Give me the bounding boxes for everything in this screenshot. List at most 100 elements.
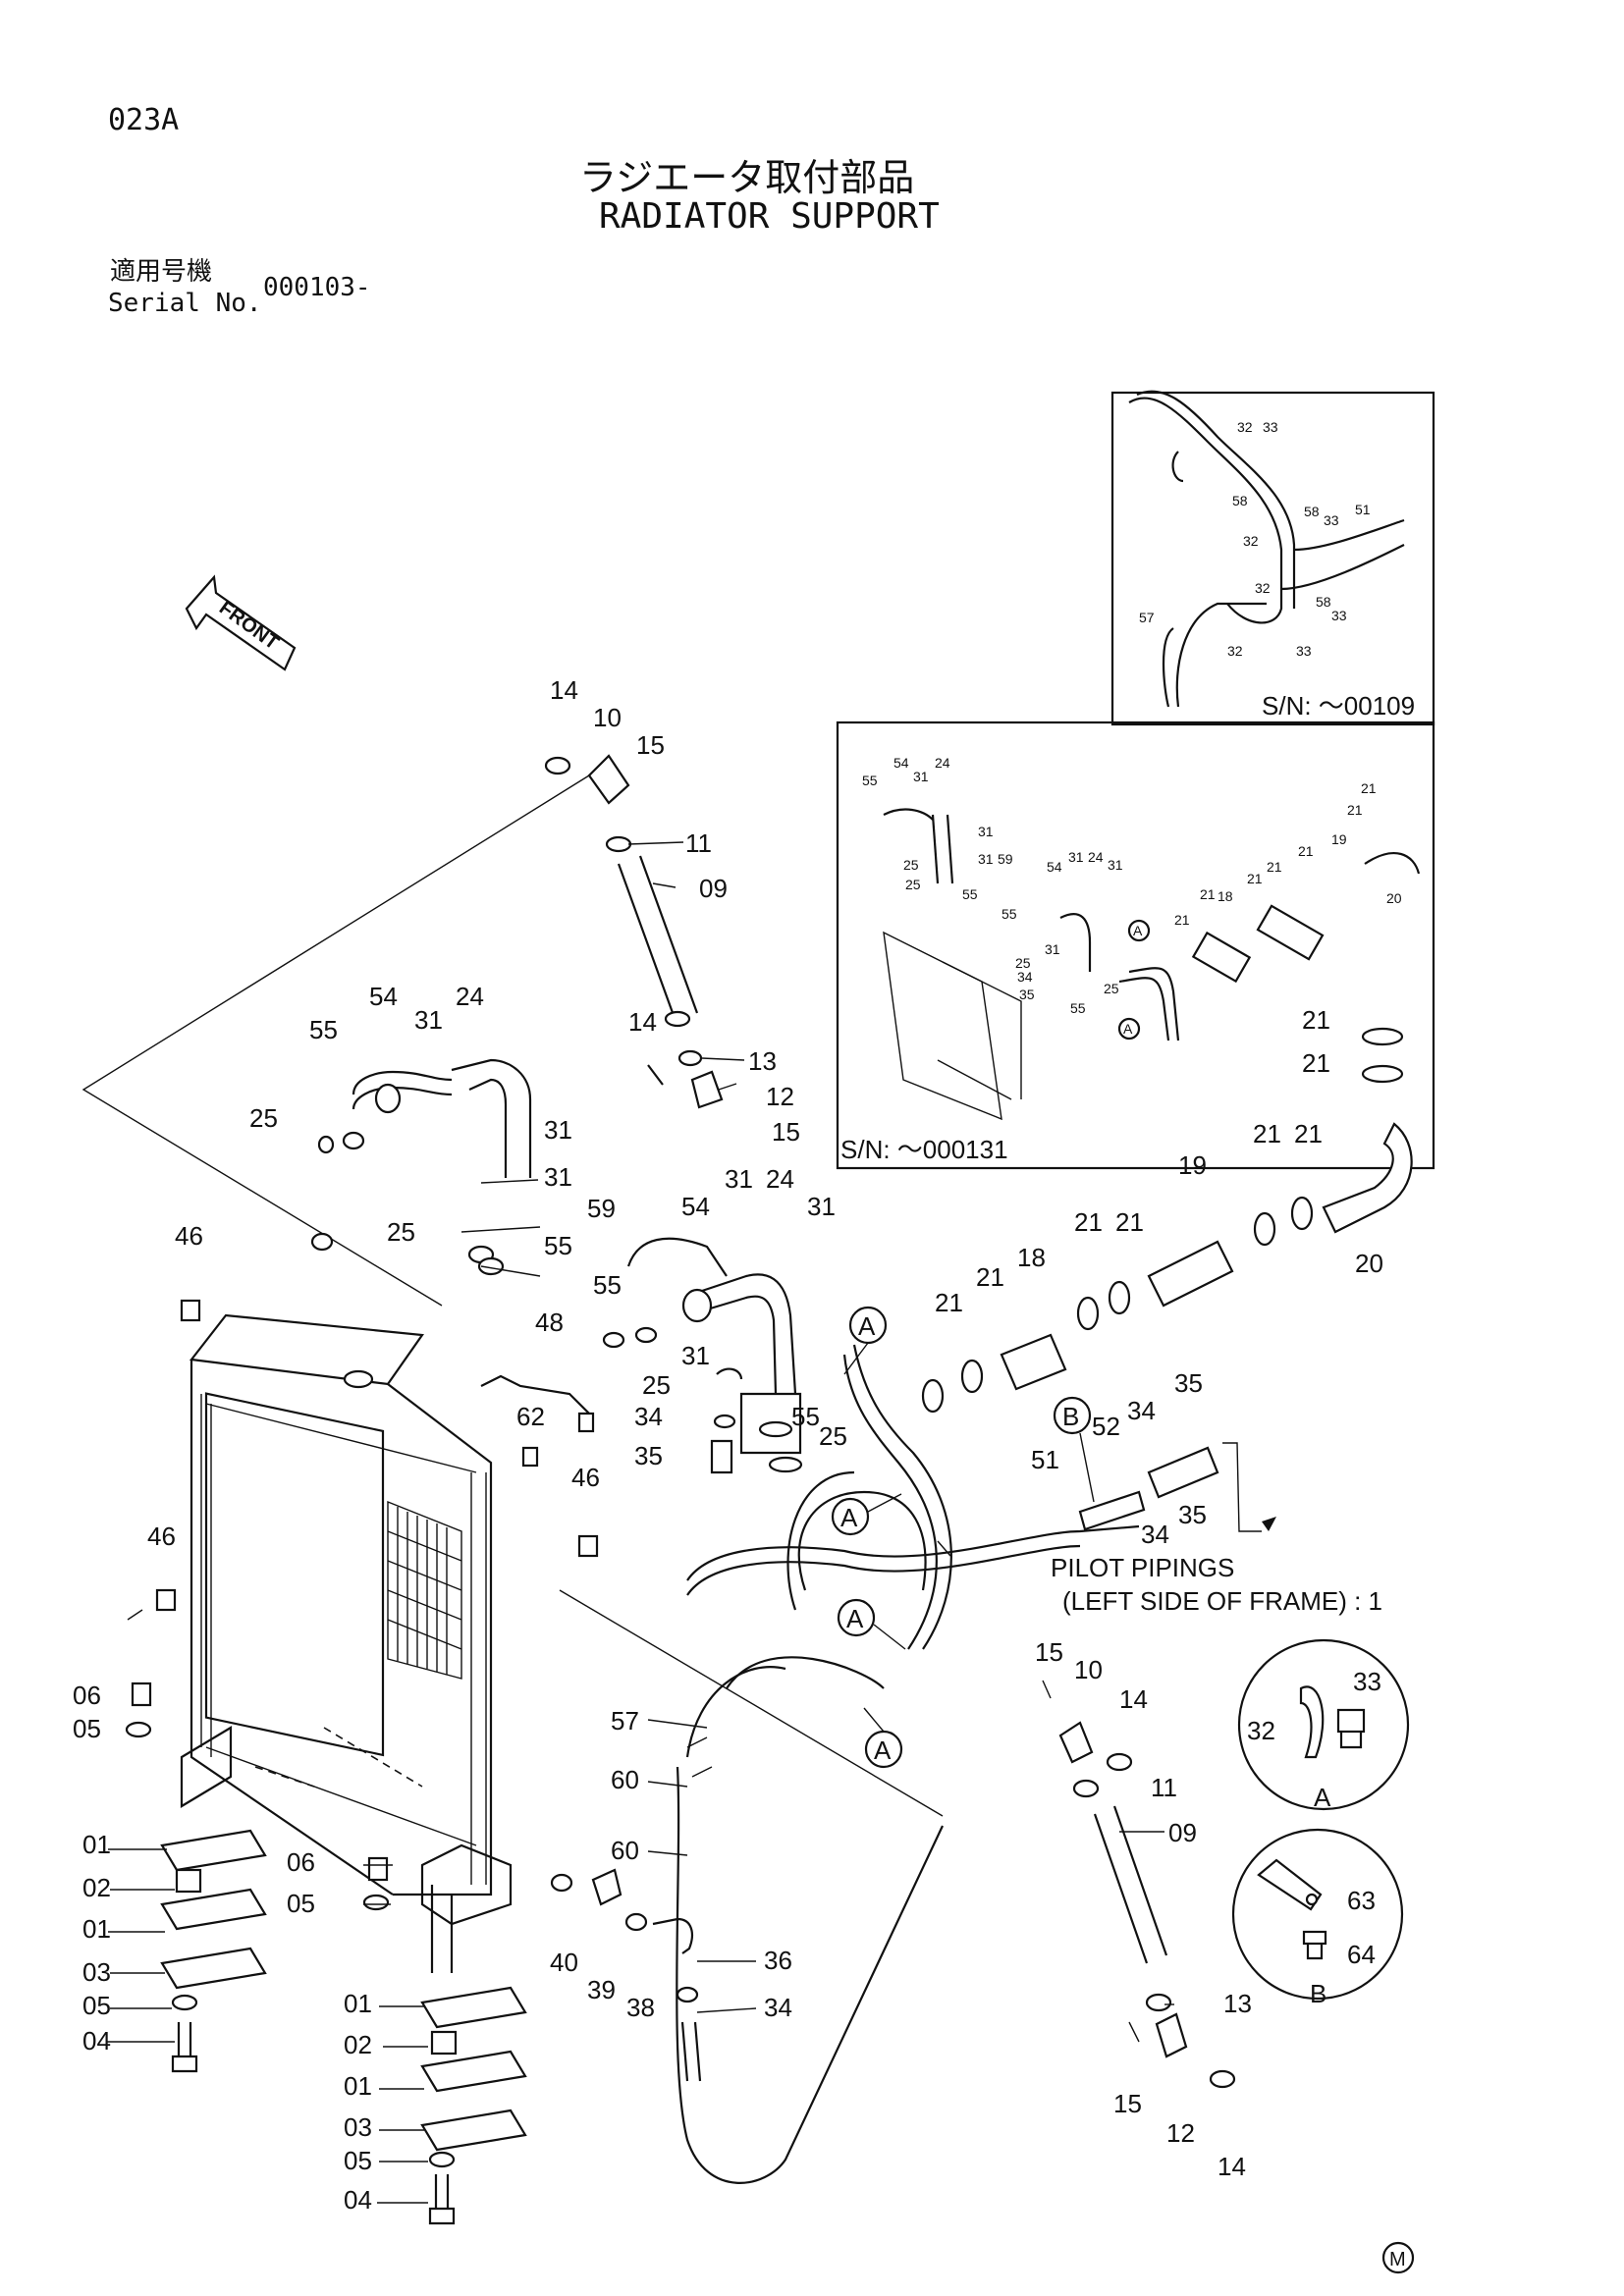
- part-label: 31: [725, 1164, 753, 1194]
- part-label: 31: [807, 1192, 836, 1221]
- callout-A: A: [874, 1735, 892, 1765]
- part-label: 21: [976, 1262, 1004, 1292]
- middle-hose-cluster: [155, 1237, 803, 1612]
- inset2-label: 21: [1347, 802, 1363, 818]
- inset2-label: 54: [1047, 859, 1062, 875]
- callout-B-icon: [1053, 1396, 1092, 1435]
- callout-A-icon: [831, 1497, 870, 1536]
- inset2-label: 31: [978, 824, 994, 839]
- page-title-jp: ラジエータ取付部品: [579, 156, 915, 199]
- callout-A: A: [858, 1311, 876, 1341]
- part-label: 55: [791, 1402, 820, 1431]
- part-label: 01: [82, 1914, 111, 1944]
- part-label: 55: [309, 1015, 338, 1044]
- part-label: 52: [1092, 1412, 1120, 1441]
- inset2-label: 55: [1001, 906, 1017, 922]
- part-label: 55: [544, 1231, 572, 1260]
- part-label: 39: [587, 1975, 616, 2004]
- part-label: 21: [1253, 1119, 1281, 1148]
- part-label: 48: [535, 1308, 564, 1337]
- inset1-label: 33: [1263, 419, 1278, 435]
- part-label: 55: [593, 1270, 622, 1300]
- detail-view-B: 63 64 B: [1231, 1828, 1404, 2008]
- part-label: 35: [634, 1441, 663, 1470]
- part-label: 10: [1074, 1655, 1103, 1684]
- mount-stack-left: [125, 1682, 267, 2073]
- part-label: 34: [1127, 1396, 1156, 1425]
- serial-value: 000103-: [263, 273, 371, 302]
- inset1-label: 33: [1331, 608, 1347, 623]
- inset2-label: 21: [1200, 886, 1216, 902]
- page-code: 023A: [108, 103, 180, 137]
- detail-A-letter: A: [1314, 1783, 1331, 1812]
- part-label: 14: [1218, 2152, 1246, 2181]
- detail-A-part: 33: [1353, 1667, 1381, 1696]
- part-label: 14: [628, 1007, 657, 1037]
- inset2-label: 21: [1361, 780, 1377, 796]
- part-label: 46: [147, 1522, 176, 1551]
- part-label: 31: [681, 1341, 710, 1370]
- inset1-label: 32: [1243, 533, 1259, 549]
- part-label: 04: [82, 2026, 111, 2056]
- callout-A-icon: [1127, 919, 1151, 942]
- part-label: 25: [249, 1103, 278, 1133]
- stay-rod-upper: [544, 754, 724, 1109]
- part-label: 24: [766, 1164, 794, 1194]
- part-label: 21: [1302, 1048, 1330, 1078]
- detail-B-part: 63: [1347, 1886, 1376, 1915]
- part-label: 14: [1119, 1684, 1148, 1714]
- part-label: 18: [1017, 1243, 1046, 1272]
- inset2-label: 25: [905, 877, 921, 892]
- inset2-label: 21: [1174, 912, 1190, 928]
- part-label: 02: [82, 1873, 111, 1902]
- inset2-label: 35: [1019, 987, 1035, 1002]
- part-label: 15: [772, 1117, 800, 1147]
- part-label: 34: [1141, 1520, 1169, 1549]
- lower-fittings: [550, 1868, 699, 2003]
- part-label: 40: [550, 1948, 578, 1977]
- part-label: 20: [1355, 1249, 1383, 1278]
- page-title: RADIATOR SUPPORT: [599, 196, 940, 237]
- inset2-label: 55: [1070, 1000, 1086, 1016]
- part-label: 04: [344, 2185, 372, 2215]
- inset2-label: 31: [978, 851, 994, 867]
- part-label: 13: [748, 1046, 777, 1076]
- part-label: 21: [1115, 1207, 1144, 1237]
- part-label: 25: [642, 1370, 671, 1400]
- part-label: 05: [287, 1889, 315, 1918]
- part-label: 54: [681, 1192, 710, 1221]
- serial-label-jp: 適用号機: [110, 257, 213, 287]
- inset1-label: 32: [1255, 580, 1271, 596]
- part-label: 57: [611, 1706, 639, 1735]
- part-label: 06: [73, 1681, 101, 1710]
- pilot-note-line1: PILOT PIPINGS: [1051, 1553, 1234, 1582]
- part-label: 06: [287, 1847, 315, 1877]
- inset-top-right: 32 33 58 33 51 32 58 32 58 33 57 32 33 S…: [1110, 390, 1435, 726]
- part-label: 31: [544, 1162, 572, 1192]
- callout-A: A: [840, 1503, 858, 1532]
- part-label: 09: [699, 874, 728, 903]
- radiator-assembly: [180, 1313, 513, 1973]
- inset2-label: 19: [1331, 831, 1347, 847]
- part-label: 02: [344, 2030, 372, 2059]
- part-label: 46: [571, 1463, 600, 1492]
- inset1-label: 58: [1232, 493, 1248, 508]
- part-label: 60: [611, 1765, 639, 1794]
- part-label: 11: [1151, 1773, 1177, 1802]
- part-label: 60: [611, 1836, 639, 1865]
- part-labels: 14 10 15 11 09 14 13 12 15 55 54 31 24 2…: [73, 675, 1383, 2215]
- part-label: 21: [935, 1288, 963, 1317]
- leader-lines: [106, 841, 1174, 2204]
- part-label: 03: [82, 1957, 111, 1987]
- part-label: 21: [1074, 1207, 1103, 1237]
- front-arrow-icon: FRONT: [185, 574, 297, 671]
- detail-view-A: 32 33 A: [1237, 1638, 1410, 1812]
- part-label: 19: [1178, 1150, 1207, 1180]
- inset2-label: 20: [1386, 890, 1402, 906]
- part-label: 03: [344, 2112, 372, 2142]
- inset2-label: A: [1133, 923, 1143, 938]
- part-label: 21: [1294, 1119, 1323, 1148]
- upper-hose-cluster: [310, 1058, 532, 1276]
- part-label: 11: [685, 828, 712, 858]
- part-label: 12: [1166, 2118, 1195, 2148]
